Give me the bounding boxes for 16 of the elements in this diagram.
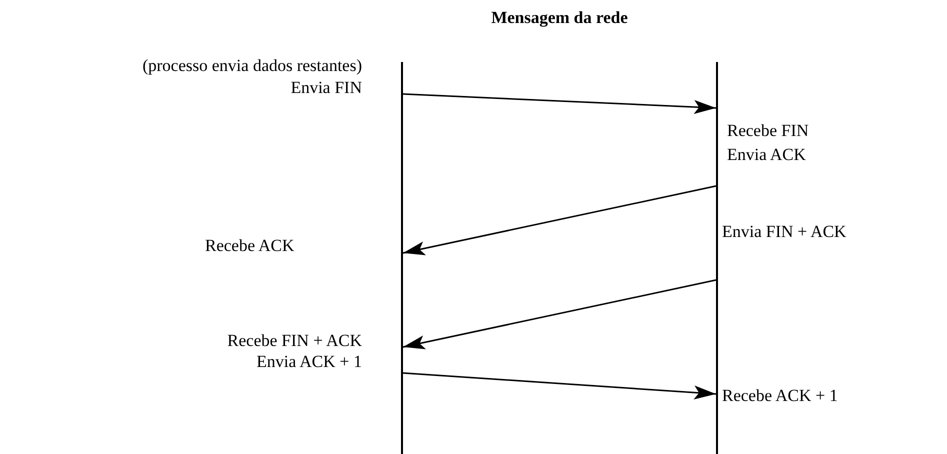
lifeline [401,62,403,454]
lifeline [716,62,718,454]
arrow [402,372,716,400]
event-label: Recebe FIN [727,121,809,141]
title: Mensagem da rede [490,8,629,28]
event-label: Envia FIN [290,78,362,98]
event-label: Envia ACK [727,145,806,165]
event-label: Envia ACK + 1 [256,352,362,372]
event-label: Recebe ACK [205,236,294,256]
event-label: Recebe ACK + 1 [722,386,838,406]
arrow [402,279,716,350]
arrow [402,93,716,114]
event-label: Envia FIN + ACK [722,222,846,242]
event-label: Recebe FIN + ACK [227,331,362,351]
arrow [402,185,716,256]
event-label: (processo envia dados restantes) [142,56,362,76]
